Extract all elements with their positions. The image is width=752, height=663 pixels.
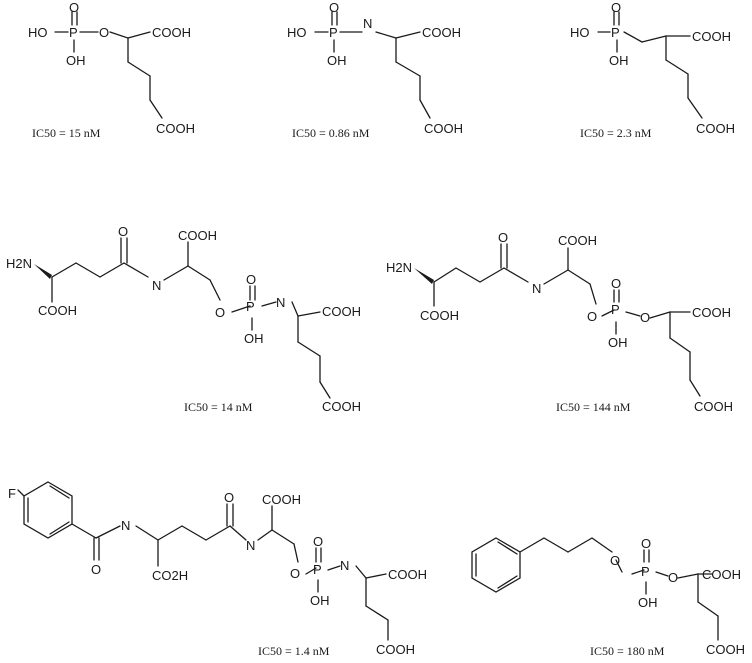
compound-4: H2N COOH O N COOH O P O OH N COOH COOH I… [6,224,361,414]
amine-label: N [276,295,285,310]
ic50-label: IC50 = 1.4 nM [258,644,330,658]
oxygen-label: O [246,272,256,287]
hydroxyl-label: OH [609,53,629,68]
oxygen-label: O [99,25,109,40]
carboxyl-label: COOH [262,492,301,507]
hydroxyl-label: HO [570,25,590,40]
oxygen-label: O [118,224,128,239]
carboxyl-label: COOH [322,304,361,319]
carboxyl-label: COOH [420,308,459,323]
phosphorus-label: P [611,25,620,40]
compound-3: HO P O OH COOH COOH IC50 = 2.3 nM [570,0,735,140]
compound-6: F O N CO2H O N COOH O P O OH N COOH COOH… [8,481,427,658]
oxygen-label: O [91,562,101,577]
hydroxyl-label: OH [310,593,330,608]
compound-2: HO P O OH N COOH COOH IC50 = 0.86 nM [287,0,463,140]
phosphorus-label: P [611,302,620,317]
compound-5: H2N COOH O N COOH O P O OH O COOH COOH I… [386,230,733,414]
carboxyl-label: COOH [152,25,191,40]
ic50-label: IC50 = 2.3 nM [580,126,652,140]
phosphorus-label: P [246,299,255,314]
hydroxyl-label: OH [327,53,347,68]
phosphorus-label: P [313,562,322,577]
carboxyl-label: COOH [694,399,733,414]
hydroxyl-label: OH [66,53,86,68]
phosphorus-label: P [69,25,78,40]
ic50-label: IC50 = 144 nM [556,400,631,414]
oxygen-label: O [611,276,621,291]
phosphorus-label: P [329,25,338,40]
oxygen-label: O [313,534,323,549]
amine-label: N [340,558,349,573]
amine-label: N [363,16,372,31]
carboxyl-label: COOH [376,642,415,657]
compound-7: O P O OH O COOH COOH IC50 = 180 nM [471,536,745,658]
carboxyl-label: COOH [422,25,461,40]
oxygen-label: O [69,0,79,15]
carboxyl-label: COOH [38,303,77,318]
oxygen-label: O [587,309,597,324]
hydroxyl-label: HO [287,25,307,40]
oxygen-label: O [640,310,650,325]
hydroxyl-label: OH [638,595,658,610]
oxygen-label: O [641,536,651,551]
amine-label: N [246,538,255,553]
oxygen-label: O [224,490,234,505]
carboxyl-label: COOH [696,121,735,136]
carboxyl-label: COOH [558,233,597,248]
phosphorus-label: P [641,564,650,579]
amine-label: N [121,518,130,533]
carboxyl-label: COOH [706,642,745,657]
oxygen-label: O [611,0,621,15]
amine-label: H2N [386,260,412,275]
oxygen-label: O [498,230,508,245]
amine-label: N [532,281,541,296]
ic50-label: IC50 = 180 nM [590,644,665,658]
compound-1: HO P O OH O COOH COOH IC50 = 15 nM [28,0,195,140]
carboxyl-label: CO2H [152,568,188,583]
ic50-label: IC50 = 14 nM [184,400,253,414]
hydroxyl-label: OH [244,331,264,346]
carboxyl-label: COOH [692,29,731,44]
carboxyl-label: COOH [424,121,463,136]
oxygen-label: O [610,553,620,568]
hydroxyl-label: OH [608,335,628,350]
ic50-label: IC50 = 0.86 nM [292,126,370,140]
fluorine-label: F [8,486,16,501]
amine-label: H2N [6,256,32,271]
oxygen-label: O [329,0,339,15]
ic50-label: IC50 = 15 nM [32,126,101,140]
oxygen-label: O [290,566,300,581]
carboxyl-label: COOH [692,305,731,320]
carboxyl-label: COOH [178,228,217,243]
carboxyl-label: COOH [388,567,427,582]
hydroxyl-label: HO [28,25,48,40]
oxygen-label: O [215,305,225,320]
carboxyl-label: COOH [322,399,361,414]
amine-label: N [152,278,161,293]
carboxyl-label: COOH [702,567,741,582]
carboxyl-label: COOH [156,121,195,136]
oxygen-label: O [668,570,678,585]
